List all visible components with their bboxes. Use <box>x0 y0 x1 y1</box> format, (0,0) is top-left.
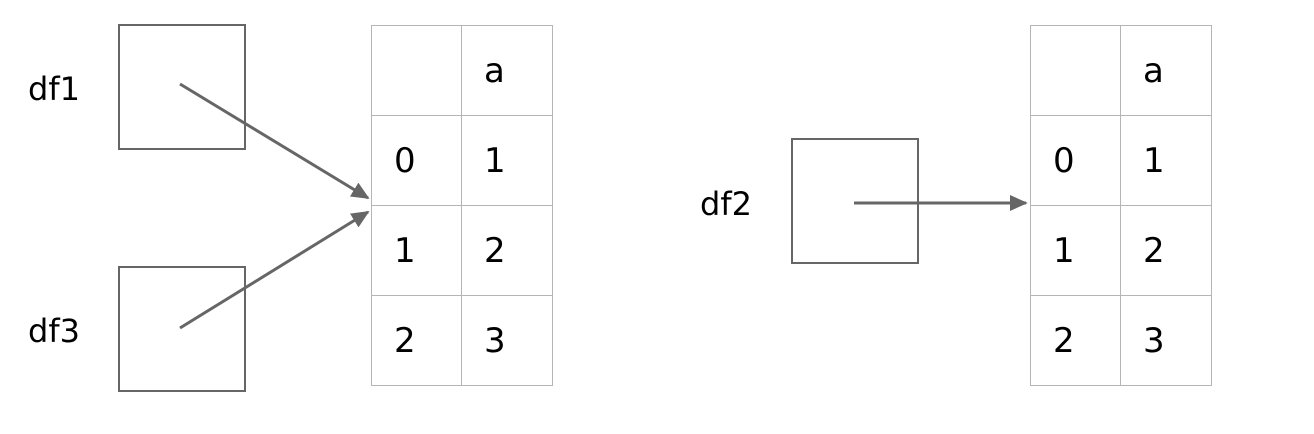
df1-box <box>118 24 246 150</box>
table-row: 1 2 <box>371 205 553 296</box>
left-table-column-a-header: a <box>461 25 553 116</box>
right-table-index-header <box>1030 25 1121 116</box>
right-table-row0-index: 0 <box>1030 115 1121 206</box>
right-table-row1-value-a: 2 <box>1120 205 1212 296</box>
table-row: 1 2 <box>1030 205 1212 296</box>
right-table-row1-index: 1 <box>1030 205 1121 296</box>
df3-box <box>118 266 246 392</box>
right-table-row0-value-a: 1 <box>1120 115 1212 206</box>
left-table-row1-index: 1 <box>371 205 462 296</box>
df1-label: df1 <box>28 70 80 108</box>
right-table-column-a-header: a <box>1120 25 1212 116</box>
right-table-row2-index: 2 <box>1030 295 1121 386</box>
left-dataframe-table: a 0 1 1 2 2 3 <box>371 25 553 386</box>
right-table-row2-value-a: 3 <box>1120 295 1212 386</box>
df2-label: df2 <box>700 185 752 223</box>
right-dataframe-table: a 0 1 1 2 2 3 <box>1030 25 1212 386</box>
table-row: 2 3 <box>371 295 553 386</box>
left-table-row2-value-a: 3 <box>461 295 553 386</box>
left-table-row0-index: 0 <box>371 115 462 206</box>
df2-box <box>791 138 919 264</box>
table-row: 0 1 <box>371 115 553 206</box>
df3-label: df3 <box>28 312 80 350</box>
left-table-row1-value-a: 2 <box>461 205 553 296</box>
table-header-row: a <box>1030 25 1212 116</box>
table-row: 2 3 <box>1030 295 1212 386</box>
table-row: 0 1 <box>1030 115 1212 206</box>
left-table-row2-index: 2 <box>371 295 462 386</box>
table-header-row: a <box>371 25 553 116</box>
left-table-row0-value-a: 1 <box>461 115 553 206</box>
left-table-index-header <box>371 25 462 116</box>
